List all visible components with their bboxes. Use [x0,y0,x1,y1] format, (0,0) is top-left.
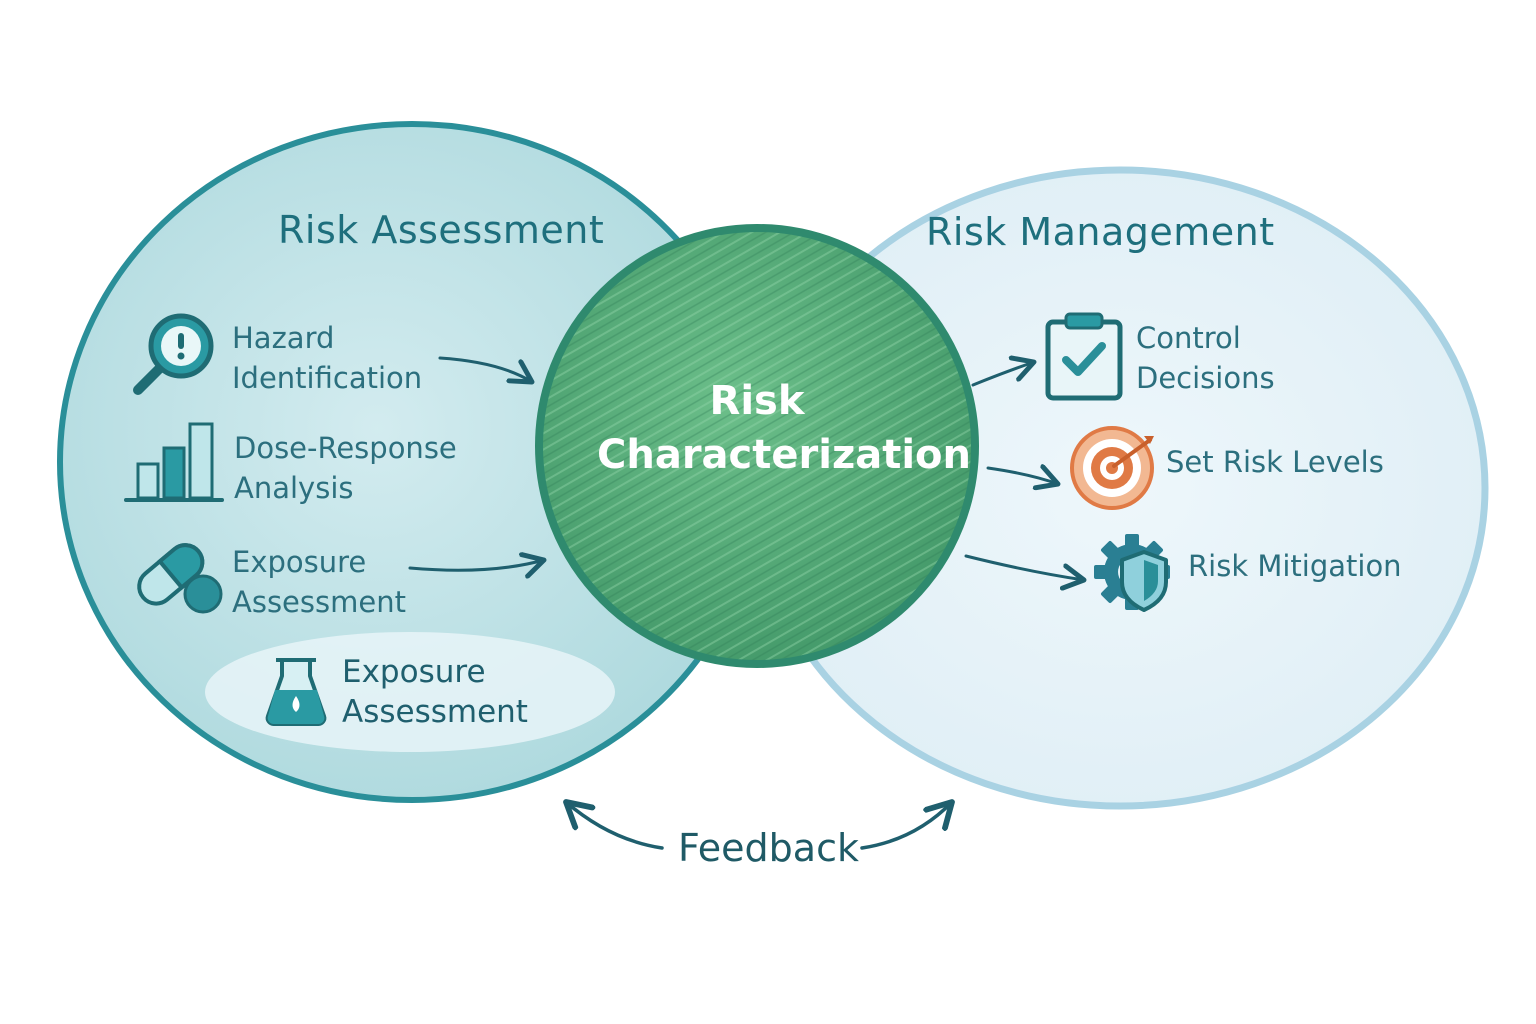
magnifier-alert-icon [133,313,214,395]
center-label: Risk Characterization [597,378,972,478]
gear-shield-icon [1094,534,1170,612]
risk-mitigation-label: Risk Mitigation [1188,549,1402,583]
exposure-assessment-label: Exposure Assessment [232,545,406,619]
arrow-center-to-control [971,362,1034,387]
dose-response-label: Dose-Response Analysis [234,431,457,505]
exposure-highlight-label: Exposure Assessment [342,654,528,730]
assessment-title: Risk Assessment [278,208,605,252]
set-risk-levels-label: Set Risk Levels [1166,445,1384,479]
arrow-hazard-to-center [438,356,532,382]
arrow-exposure-to-center [408,560,544,570]
feedback-label: Feedback [678,826,859,870]
feedback-arrow-right [860,802,952,850]
pills-icon [137,543,223,614]
arrow-center-to-mitigation [964,554,1084,580]
bar-chart-icon [124,422,224,502]
control-decisions-label: Control Decisions [1136,321,1275,395]
clipboard-check-icon [1045,312,1123,401]
center-circle-hatch [543,232,971,660]
beaker-droplet-icon [265,658,327,726]
arrow-center-to-levels [986,468,1058,484]
target-icon [1070,426,1154,510]
feedback-arrow-left [566,802,664,850]
management-title: Risk Management [926,210,1275,254]
hazard-identification-label: Hazard Identification [232,321,423,395]
